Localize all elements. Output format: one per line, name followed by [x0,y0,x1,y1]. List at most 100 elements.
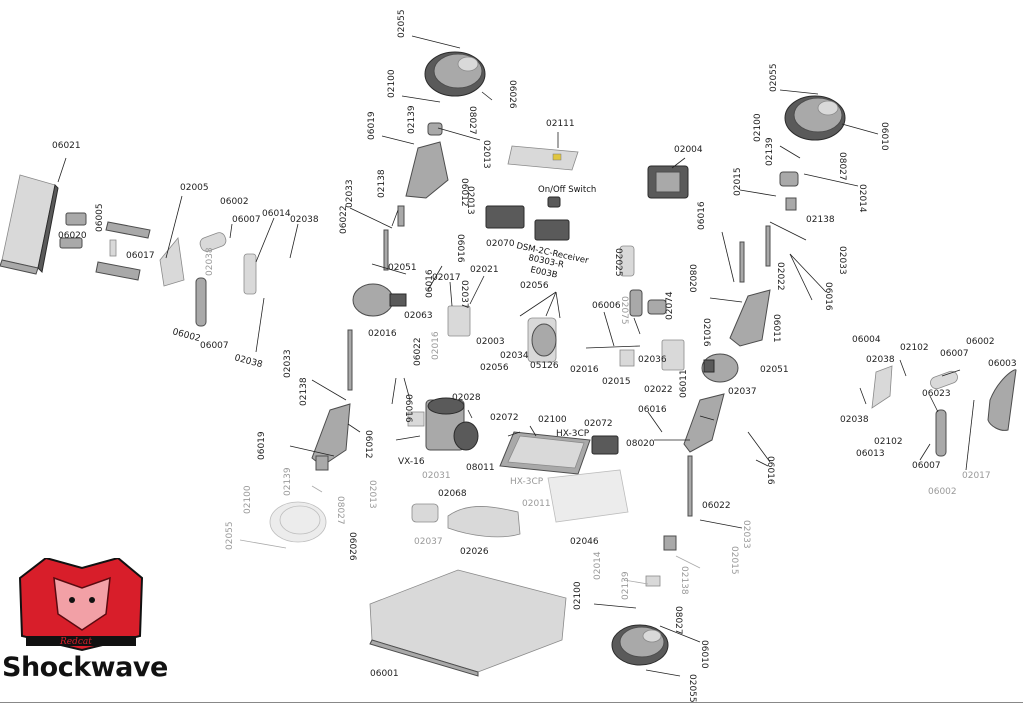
part-label: 02004 [674,145,703,155]
part-label: 02028 [452,393,481,403]
engine [407,397,479,451]
part-label: 02038 [233,353,264,370]
part-label: 06022 [339,205,349,234]
part-label: 06016 [697,201,707,230]
part-label: 06021 [52,141,81,151]
part-label: 06016 [765,456,775,485]
front-differential [701,353,739,383]
chassis-plate [369,569,567,673]
misc-hardware [315,197,797,587]
part-label: 02021 [470,265,499,275]
part-label: 02138 [806,215,835,225]
part-label: 02100 [387,69,397,98]
part-label: 02011 [522,499,551,509]
part-label: 02037 [459,280,469,309]
part-label: 02138 [679,566,689,595]
a-arm-front-lower [683,393,725,453]
part-label: 02102 [900,343,929,353]
front-bulkhead [661,339,685,371]
part-label: 02033 [741,520,751,549]
logo-base [26,636,136,646]
a-arm-rear-upper [405,141,449,199]
part-label: 06011 [771,314,781,343]
part-label: 06011 [679,369,689,398]
on-off-switch [547,196,561,208]
center-differential [527,317,557,363]
front-bumper [987,369,1017,431]
steering-parts [619,245,667,317]
part-label: 02111 [546,119,575,129]
part-label: 02072 [490,413,519,423]
rear-wing [0,174,59,275]
part-label: 06023 [922,389,951,399]
part-label: 02026 [460,547,489,557]
part-label: 06013 [856,449,885,459]
part-label: 02139 [765,137,775,166]
part-label: 06017 [126,251,155,261]
part-label: 06003 [988,359,1017,369]
part-label: 02074 [665,291,675,320]
part-label: 02031 [422,471,451,481]
part-label: 06007 [912,461,941,471]
part-label: 06007 [232,215,261,225]
front-shocks [930,370,958,457]
rear-shock-tower [159,237,185,287]
part-label: 02051 [760,365,789,375]
fuel-tank [547,469,629,523]
a-arm-front-upper [729,289,771,347]
front-pivot [619,349,635,367]
part-label: 06010 [879,122,889,151]
hub-top-right [779,171,799,187]
switch-callout: On/Off Switch [538,185,596,195]
part-label: 06026 [347,532,357,561]
part-label: 02063 [404,311,433,321]
logo-eye-right [89,597,95,603]
part-label: 02102 [874,437,903,447]
part-label: 08027 [467,106,477,135]
part-label: 02070 [486,239,515,249]
part-label: HX-3CP [556,429,590,439]
part-label: 05126 [530,361,559,371]
part-number-labels: 02055 06026 02100 08027 02139 02013 0601… [52,9,1017,702]
receiver-box [485,205,525,229]
part-label: 02046 [570,537,599,547]
wheel-top-right [784,95,846,141]
part-label: 08027 [673,606,683,635]
radio-box-lid [591,435,619,455]
part-label: 08027 [837,152,847,181]
wheel-top-left [424,51,486,97]
part-label: 02025 [613,248,623,277]
part-label: 02100 [243,485,253,514]
logo-eye-left [69,597,75,603]
battery-tray [507,145,579,171]
part-label: 06007 [200,341,229,351]
part-label: 06016 [425,269,435,298]
part-label: 06026 [507,80,517,109]
rear-differential [352,283,407,317]
part-label: 02051 [388,263,417,273]
part-label: VX-16 [398,457,425,467]
servo [647,165,689,199]
part-label: 02013 [367,480,377,509]
part-label: 02016 [431,331,441,360]
product-name: Shockwave [2,652,168,683]
leader-lines [57,35,975,677]
part-label: 06020 [58,231,87,241]
logo-text: Redcat [59,637,92,647]
part-label: 02016 [368,329,397,339]
part-label: 02014 [593,551,603,580]
redcat-logo: Redcat [18,558,144,652]
part-label: 02038 [290,215,319,225]
part-label: 06010 [699,640,709,669]
part-label: 06006 [592,301,621,311]
part-label: 06012 [363,430,373,459]
part-label: 08020 [687,264,697,293]
part-label: 02037 [728,387,757,397]
part-label: 02138 [299,377,309,406]
rear-shocks [195,232,257,327]
part-label: 02055 [769,63,779,92]
part-label: 02033 [837,246,847,275]
part-label: 06001 [370,669,399,679]
part-label: 06007 [940,349,969,359]
part-label: 08011 [466,463,495,473]
